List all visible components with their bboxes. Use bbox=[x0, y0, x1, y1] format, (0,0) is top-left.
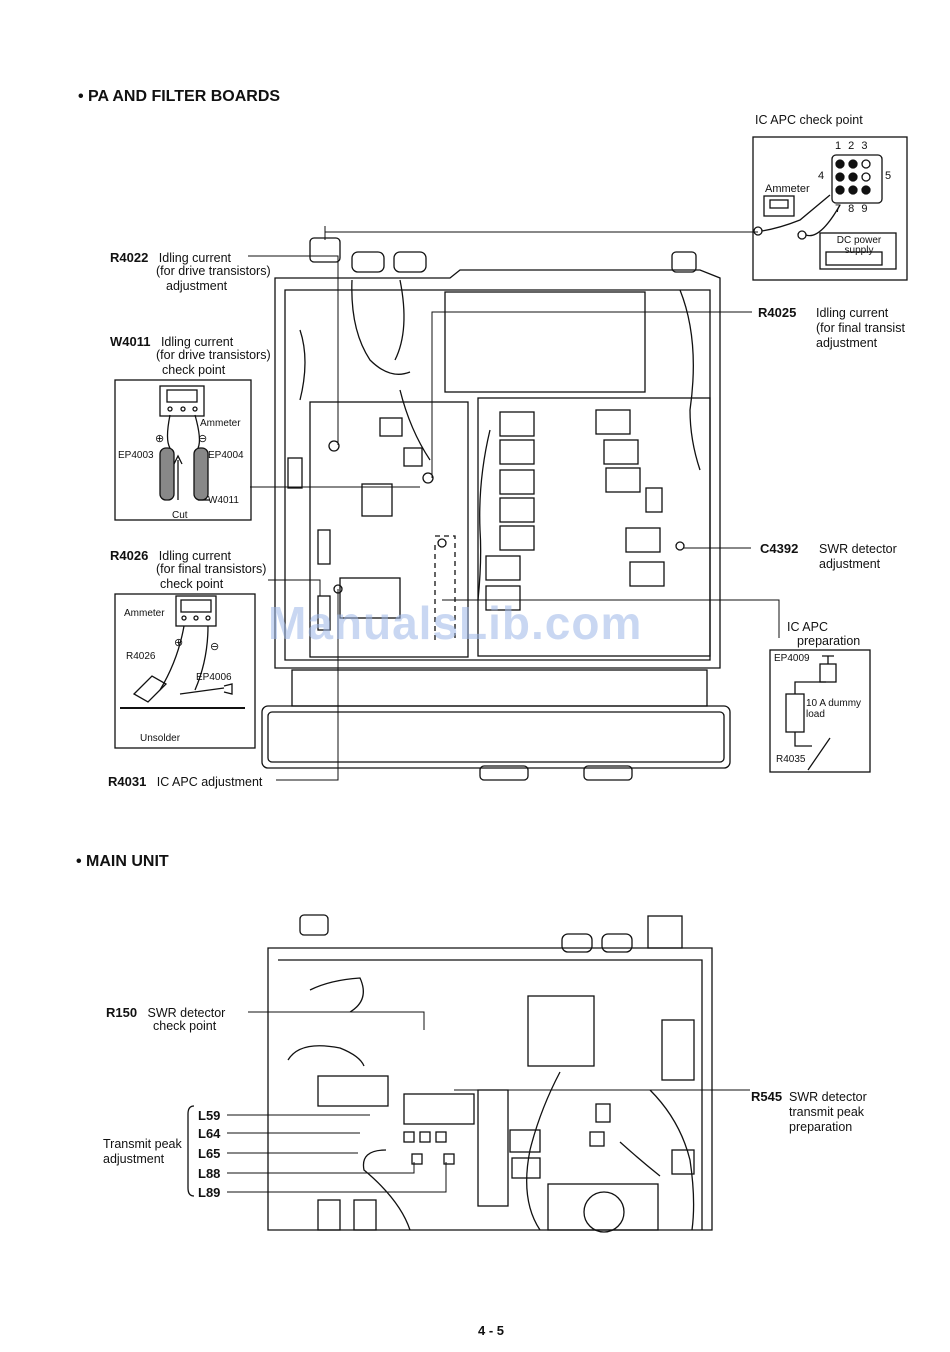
r4026-line-3: check point bbox=[160, 577, 224, 591]
r4031-callout: R4031 IC APC adjustment bbox=[108, 773, 262, 791]
w4011-ref: W4011 bbox=[110, 334, 151, 349]
w4011-inset-wire: W4011 bbox=[208, 495, 239, 506]
transmit-peak-line-2: adjustment bbox=[103, 1152, 165, 1166]
ic-apc-check-point-diagram bbox=[752, 136, 908, 281]
r545-line-2: transmit peak bbox=[789, 1105, 865, 1119]
ic-apc-prep-r4035: R4035 bbox=[776, 754, 806, 765]
pa-leader-lines bbox=[248, 226, 780, 781]
r4026-inset-resistor: R4026 bbox=[126, 651, 156, 662]
w4011-callout: W4011 Idling current bbox=[110, 333, 233, 351]
coil-l64: L64 bbox=[198, 1126, 221, 1141]
w4011-inset-ammeter: Ammeter bbox=[200, 418, 241, 429]
r4025-line-2: (for final transist bbox=[816, 321, 905, 335]
r4026-callout: R4026 Idling current bbox=[110, 547, 231, 565]
r4026-ref: R4026 bbox=[110, 548, 149, 563]
ic-apc-prep-line-1: IC APC bbox=[787, 620, 828, 634]
r545-ref: R545 bbox=[751, 1089, 783, 1104]
c4392-line-2: adjustment bbox=[819, 557, 881, 571]
r150-line-2: check point bbox=[153, 1019, 217, 1033]
ic-apc-preparation-diagram bbox=[769, 649, 871, 773]
r4026-line-2: (for final transistors) bbox=[156, 562, 267, 576]
watermark: ManualsLib.com bbox=[268, 597, 643, 649]
w4011-inset-minus: ⊖ bbox=[198, 433, 208, 445]
w4011-line-2: (for drive transistors) bbox=[156, 348, 271, 362]
r4031-ref: R4031 bbox=[108, 774, 147, 789]
r4022-ref: R4022 bbox=[110, 250, 149, 265]
pin-number-4: 4 bbox=[818, 170, 825, 182]
r4025-line-1: Idling current bbox=[816, 306, 889, 320]
c4392-ref: C4392 bbox=[760, 541, 799, 556]
ic-apc-prep-ep4009: EP4009 bbox=[774, 653, 810, 664]
r4022-line-3: adjustment bbox=[166, 279, 228, 293]
w4011-line-3: check point bbox=[162, 363, 226, 377]
ic-apc-prep-load-1: 10 A dummy bbox=[806, 698, 862, 709]
r4022-callout: R4022 Idling current bbox=[110, 249, 231, 267]
r4025-ref: R4025 bbox=[758, 305, 797, 320]
pin-numbers-bottom: 7 8 9 bbox=[835, 203, 870, 215]
dc-power-supply-label: DC power supply bbox=[836, 235, 882, 256]
w4011-inset-diagram bbox=[114, 379, 252, 521]
r150-ref: R150 bbox=[106, 1005, 138, 1020]
r4022-line-2: (for drive transistors) bbox=[156, 264, 271, 278]
r4026-inset-plus: ⊕ bbox=[174, 637, 184, 649]
w4011-inset-ep4004: EP4004 bbox=[208, 450, 244, 461]
main-unit-chassis-drawing bbox=[187, 914, 750, 1233]
coil-l89: L89 bbox=[198, 1185, 221, 1200]
r4026-inset-unsolder: Unsolder bbox=[140, 733, 181, 744]
w4011-inset-cut: Cut bbox=[172, 510, 188, 521]
w4011-line-1: Idling current bbox=[160, 335, 234, 349]
r150-line-1: SWR detector bbox=[147, 1006, 226, 1020]
ammeter-label: Ammeter bbox=[765, 183, 810, 195]
r545-line-3: preparation bbox=[789, 1120, 853, 1134]
pa-filter-section-title: • PA AND FILTER BOARDS bbox=[78, 88, 281, 105]
r150-callout: R150 SWR detector bbox=[106, 1004, 225, 1022]
pa-chassis-drawing bbox=[261, 237, 731, 781]
main-unit-section-title: • MAIN UNIT bbox=[76, 853, 169, 870]
coil-l59: L59 bbox=[198, 1108, 221, 1123]
r4026-inset-ep4006: EP4006 bbox=[196, 672, 232, 683]
pin-numbers-top: 1 2 3 bbox=[835, 140, 870, 152]
r4026-inset-diagram bbox=[114, 593, 256, 749]
w4011-inset-plus: ⊕ bbox=[155, 433, 165, 445]
transmit-peak-line-1: Transmit peak bbox=[103, 1137, 182, 1151]
w4011-inset-ep4003: EP4003 bbox=[118, 450, 154, 461]
r4026-line-1: Idling current bbox=[158, 549, 232, 563]
r4031-text: IC APC adjustment bbox=[156, 775, 263, 789]
r4022-line-1: Idling current bbox=[158, 251, 232, 265]
r545-line-1: SWR detector bbox=[789, 1090, 867, 1104]
ic-apc-prep-line-2: preparation bbox=[797, 634, 861, 648]
pin-number-5: 5 bbox=[885, 170, 892, 182]
r4025-line-3: adjustment bbox=[816, 336, 878, 350]
c4392-line-1: SWR detector bbox=[819, 542, 897, 556]
ic-apc-check-point-label: IC APC check point bbox=[755, 113, 863, 127]
ic-apc-prep-load-2: load bbox=[806, 709, 825, 720]
r4026-inset-minus: ⊖ bbox=[210, 641, 220, 653]
page-number: 4 - 5 bbox=[478, 1323, 505, 1338]
r4026-inset-ammeter: Ammeter bbox=[124, 608, 165, 619]
coil-l88: L88 bbox=[198, 1166, 221, 1181]
coil-l65: L65 bbox=[198, 1146, 221, 1161]
